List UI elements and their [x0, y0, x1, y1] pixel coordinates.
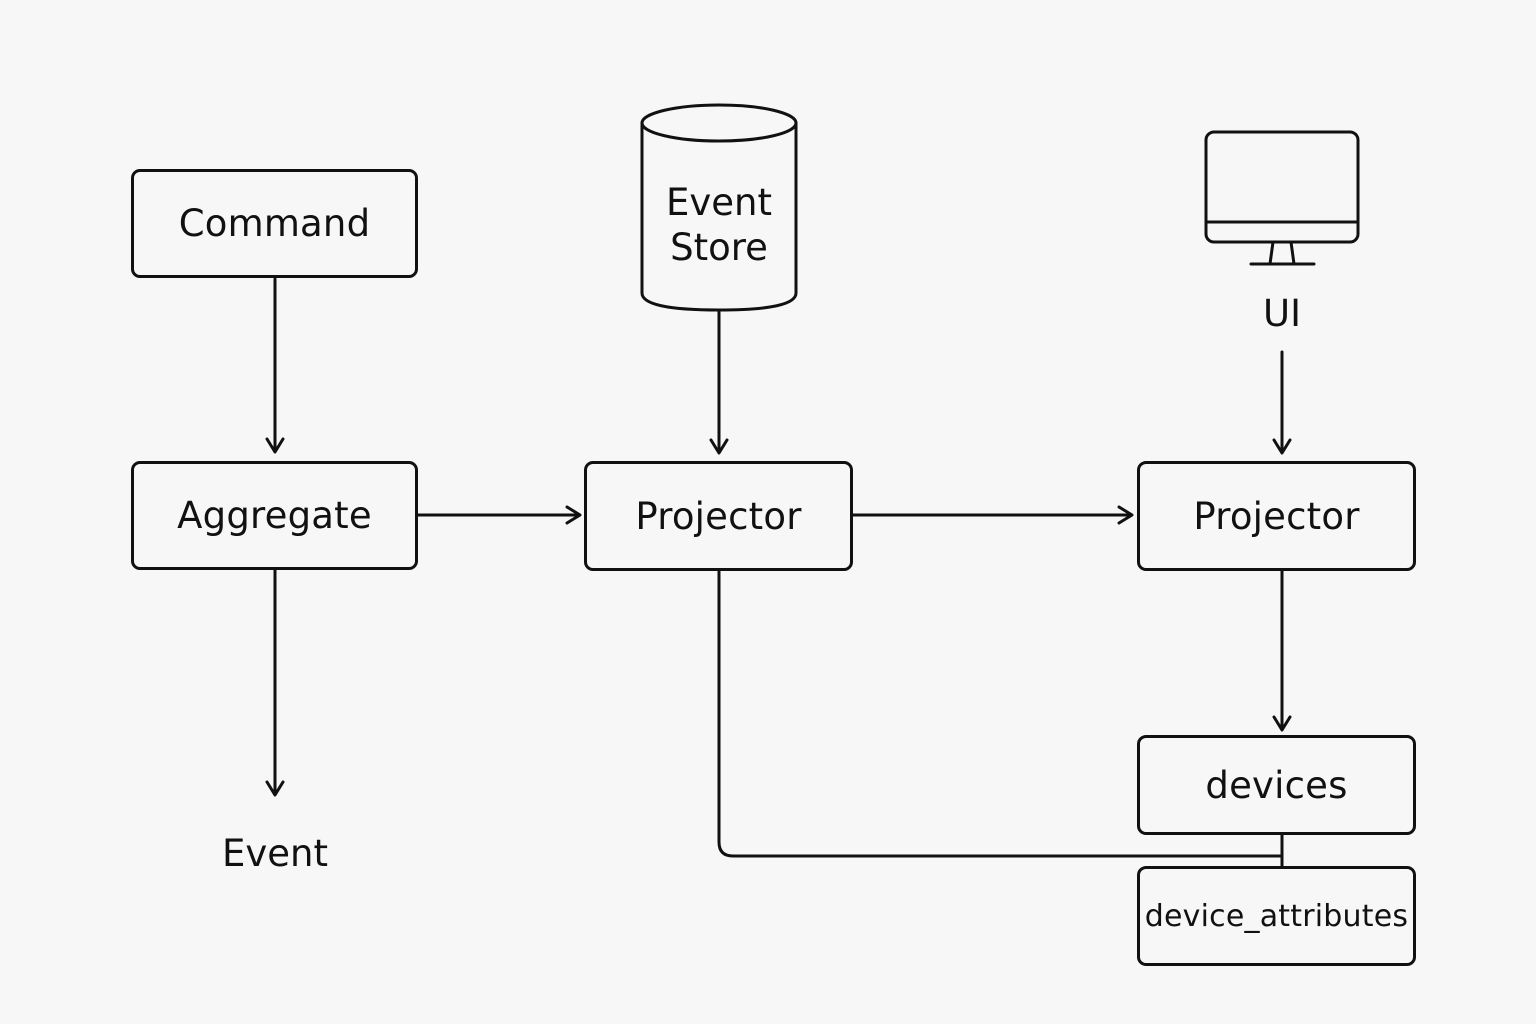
- aggregate-to-event-arrowhead-icon: [265, 780, 285, 797]
- ui-to-projector-arrowhead-icon: [1272, 438, 1292, 455]
- aggregate-box: Aggregate: [131, 461, 418, 570]
- event-store-cylinder-icon: [640, 103, 798, 312]
- projector-left-box: Projector: [584, 461, 853, 571]
- event-store-label-line-1: Event: [666, 181, 772, 224]
- projector-to-projector-arrowhead-icon: [1117, 505, 1134, 525]
- eventstore-to-projector-arrowhead-icon: [709, 438, 729, 455]
- monitor-icon: [1204, 130, 1360, 266]
- event-store-label-line-2: Store: [670, 226, 768, 269]
- command-box: Command: [131, 169, 418, 278]
- command-to-aggregate-arrowhead-icon: [265, 437, 285, 454]
- devices-table-box: devices: [1137, 735, 1416, 835]
- aggregate-to-projector-arrowhead-icon: [565, 505, 582, 525]
- projector-to-devices-arrowhead-icon: [1272, 715, 1292, 732]
- projector-to-tables-connector-line: [717, 569, 1284, 858]
- event-label: Event: [222, 832, 328, 875]
- device-attributes-table-box: device_attributes: [1137, 866, 1416, 966]
- ui-label: UI: [1263, 292, 1301, 335]
- event-store-label: Event Store: [642, 180, 796, 270]
- projector-right-box: Projector: [1137, 461, 1416, 571]
